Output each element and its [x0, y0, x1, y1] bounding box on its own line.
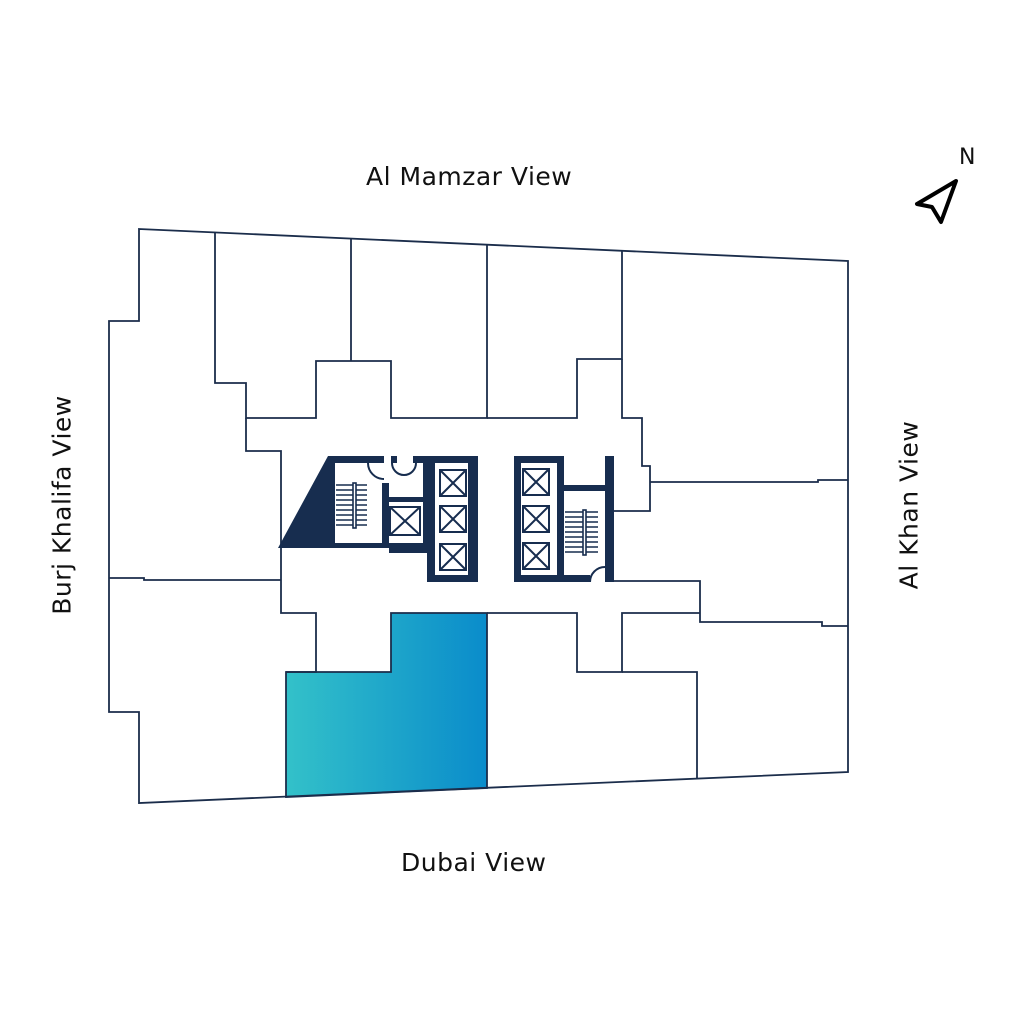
view-label-north: Al Mamzar View: [366, 162, 573, 191]
building-outline: [108, 228, 849, 804]
stairs-left-icon: [336, 482, 367, 529]
unit-walls: [109, 232, 848, 778]
north-arrow-icon: [915, 179, 958, 224]
view-label-east: Al Khan View: [894, 420, 924, 590]
stairs-right-icon: [565, 509, 598, 556]
view-label-west: Burj Khalifa View: [47, 395, 77, 615]
core-right: [514, 456, 614, 583]
compass-north-label: N: [959, 145, 976, 170]
core-left: [278, 456, 478, 582]
view-label-south: Dubai View: [401, 848, 547, 877]
